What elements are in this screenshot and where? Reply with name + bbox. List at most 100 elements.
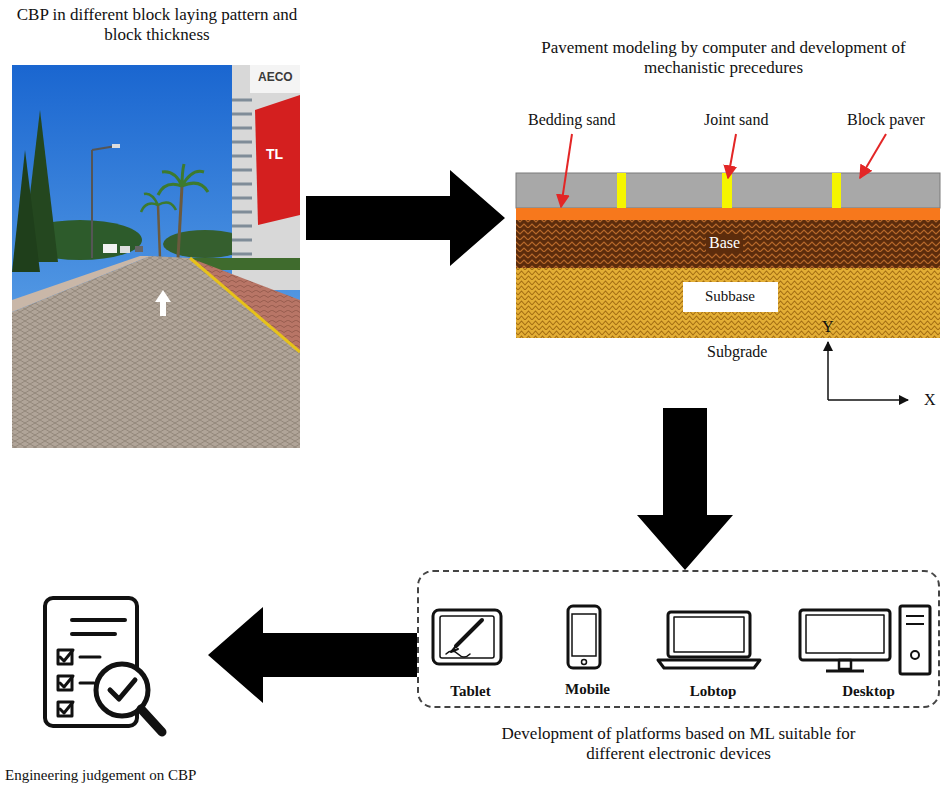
street-photo	[232, 65, 300, 290]
pavement-cross-section	[516, 173, 940, 208]
street-photo	[103, 244, 117, 253]
sign-text: TL	[266, 146, 283, 162]
mobile-icon	[582, 660, 587, 665]
street-photo	[178, 186, 182, 258]
street-photo	[190, 258, 300, 352]
pavement-cross-section	[516, 173, 940, 338]
coordinate-axes	[827, 342, 829, 400]
checklist-icon	[72, 632, 115, 636]
street-photo	[12, 150, 40, 272]
leader-arrow	[860, 134, 886, 178]
axis-label: Y	[822, 318, 834, 336]
layer-label: Block paver	[847, 111, 925, 129]
street-photo	[120, 246, 130, 253]
street-photo	[12, 65, 300, 448]
laptop-icon	[658, 660, 760, 668]
mobile-icon	[568, 606, 600, 668]
device-item: Lobtop	[659, 610, 767, 704]
street-photo	[12, 256, 300, 448]
panel-heading: Engineering judgement on CBP	[5, 766, 196, 784]
checklist-icon	[58, 676, 72, 690]
leader-arrow	[561, 134, 886, 207]
leader-arrow	[728, 134, 736, 178]
block-arrow	[208, 607, 417, 703]
street-photo	[112, 144, 120, 148]
desktop-icon	[900, 606, 930, 674]
sign-text: AECO	[258, 71, 293, 85]
street-photo	[91, 150, 93, 258]
pavement-cross-section	[832, 173, 841, 208]
device-label: Mobile	[555, 680, 620, 698]
mobile-icon	[568, 606, 600, 668]
platform-box: Development of platforms based on ML sui…	[417, 570, 940, 708]
layer-label: Joint sand	[704, 111, 768, 129]
checklist-icon	[80, 656, 100, 659]
street-photo	[158, 164, 208, 195]
laptop-icon	[668, 612, 750, 657]
mobile-icon	[572, 614, 596, 656]
pavement-cross-section	[683, 282, 778, 312]
device-item: Desktop	[797, 610, 940, 704]
tablet-icon	[440, 616, 494, 658]
device-label: Lobtop	[659, 682, 767, 700]
street-photo	[255, 95, 300, 225]
street-photo	[232, 100, 252, 254]
checklist-icon	[80, 682, 94, 685]
checklist-icon	[58, 650, 72, 664]
pavement-cross-section	[516, 220, 940, 268]
pavement-cross-section	[516, 208, 940, 220]
desktop-icon	[826, 670, 864, 673]
desktop-icon	[806, 615, 884, 653]
pavement-cross-section	[516, 268, 940, 338]
checklist-icon	[60, 702, 73, 713]
device-item: Mobile	[555, 608, 620, 704]
coordinate-axes	[828, 342, 908, 400]
tablet-icon	[456, 620, 482, 646]
street-photo	[155, 290, 171, 316]
checklist-icon	[72, 618, 125, 622]
axis-label: X	[924, 391, 936, 409]
street-photo	[250, 65, 300, 93]
layer-label: Base	[706, 234, 743, 252]
street-photo	[135, 246, 143, 252]
box-caption: Development of platforms based on ML sui…	[479, 724, 879, 765]
desktop-icon	[800, 606, 930, 674]
checklist-icon	[141, 709, 162, 732]
laptop-icon	[674, 617, 744, 652]
desktop-icon	[911, 651, 919, 659]
desktop-icon	[839, 660, 851, 669]
layer-label: Bedding sand	[528, 111, 616, 129]
leader-arrow	[561, 134, 572, 207]
device-label: Tablet	[429, 682, 512, 700]
tablet-icon	[446, 651, 470, 657]
street-photo	[12, 256, 150, 312]
device-label: Desktop	[797, 682, 940, 700]
coordinate-axes	[828, 399, 908, 401]
desktop-icon	[906, 623, 924, 625]
checklist-icon	[60, 676, 73, 687]
checklist-icon	[60, 650, 73, 661]
checklist-icon	[110, 680, 135, 699]
block-arrow	[637, 408, 733, 570]
tablet-icon	[433, 610, 501, 664]
panel-heading: CBP in different block laying pattern an…	[11, 5, 303, 46]
street-photo	[190, 258, 300, 352]
desktop-icon	[800, 610, 890, 660]
judgement-panel: Engineering judgement on CBP	[3, 590, 208, 795]
device-item: Tablet	[429, 610, 512, 704]
street-photo	[12, 65, 300, 448]
tablet-icon	[433, 610, 501, 664]
desktop-icon	[906, 615, 924, 617]
block-arrow	[306, 170, 505, 266]
street-photo	[158, 205, 160, 258]
panel-heading: Pavement modeling by computer and develo…	[524, 38, 924, 79]
pavement-cross-section	[617, 173, 626, 208]
layer-label: Subbase	[702, 288, 758, 305]
checklist-icon	[45, 598, 162, 732]
layer-label: Subgrade	[707, 343, 767, 361]
pavement-cross-section	[722, 173, 732, 208]
